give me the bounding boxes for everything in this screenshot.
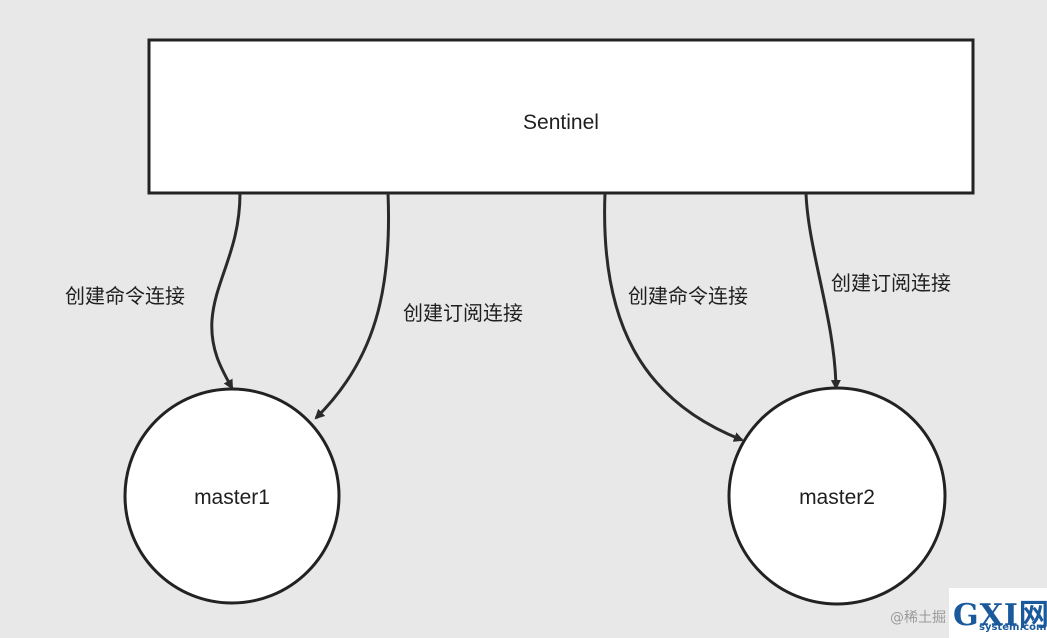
edge-subscribe-master1-label: 创建订阅连接 [403,301,523,325]
sentinel-box [147,38,975,195]
master1-label: master1 [194,486,270,509]
logo-main-text: GXI网 [953,598,1047,633]
edge-subscribe-master2: 创建订阅连接 [804,192,951,390]
master2-node: master2 [727,386,947,606]
edge-command-master1-label: 创建命令连接 [65,284,185,308]
edge-subscribe-master2-arrow [804,192,841,390]
edge-subscribe-master2-label: 创建订阅连接 [831,271,951,295]
sentinel-label: Sentinel [523,111,599,134]
edge-command-master2-arrow [603,192,744,442]
sentinel-node: Sentinel [147,38,975,195]
site-logo: GXI网 system.com [949,588,1047,638]
edge-command-master2-label: 创建命令连接 [628,284,748,308]
watermark-text: @稀土掘 [890,610,946,626]
logo-sub-text: system.com [979,622,1047,633]
master2-label: master2 [799,486,875,509]
edge-command-master1: 创建命令连接 [65,192,242,390]
edge-command-master2: 创建命令连接 [603,192,748,442]
master1-node: master1 [123,387,341,605]
edge-command-master1-arrow [210,192,242,390]
edge-subscribe-master1-arrow [314,192,390,420]
edge-subscribe-master1: 创建订阅连接 [314,192,523,420]
